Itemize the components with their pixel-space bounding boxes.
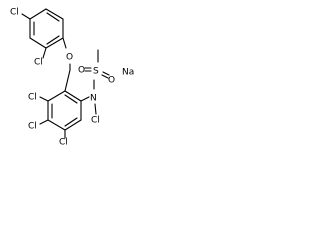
atom-o-ether: O xyxy=(66,53,73,63)
bond xyxy=(42,47,47,59)
bond xyxy=(29,8,47,20)
atom-s: S xyxy=(93,67,99,77)
double-bond-inner xyxy=(46,35,60,45)
bond xyxy=(102,71,110,76)
atom-na: Na xyxy=(122,68,134,78)
atom-cl-ortho: Cl xyxy=(34,58,43,68)
bond xyxy=(45,37,64,49)
bottom-ring xyxy=(47,90,82,131)
atom-cl-on-n: Cl xyxy=(91,116,100,126)
double-bond-inner xyxy=(64,94,78,104)
bond xyxy=(39,96,49,102)
atom-o-sulfonyl-lower: O xyxy=(108,76,115,86)
atom-cl-ring-b: Cl xyxy=(28,122,37,132)
bond xyxy=(45,8,64,20)
double-bond-inner xyxy=(64,117,78,127)
double-bond-inner xyxy=(46,12,60,22)
bond xyxy=(64,90,82,102)
bond xyxy=(101,74,109,79)
atom-cl-ring-c: Cl xyxy=(59,138,68,148)
bond xyxy=(94,103,97,115)
bond xyxy=(47,90,66,102)
atom-cl-ring-a: Cl xyxy=(28,93,37,103)
atom-cl-top: Cl xyxy=(10,8,19,18)
bond xyxy=(80,96,90,102)
atom-o-sulfonyl-upper: O xyxy=(78,66,85,76)
bond xyxy=(39,119,49,125)
bond xyxy=(29,37,47,49)
bond xyxy=(47,119,66,131)
top-ring xyxy=(29,8,64,49)
chemical-structure: Cl Cl O O S O Na N Cl Cl Cl Cl xyxy=(10,8,134,148)
bond xyxy=(64,69,71,92)
bond xyxy=(62,37,67,49)
structure-canvas: Cl Cl O O S O Na N Cl Cl Cl Cl xyxy=(0,0,144,149)
bond xyxy=(21,13,31,20)
bond xyxy=(64,119,82,131)
atom-n: N xyxy=(90,94,97,104)
